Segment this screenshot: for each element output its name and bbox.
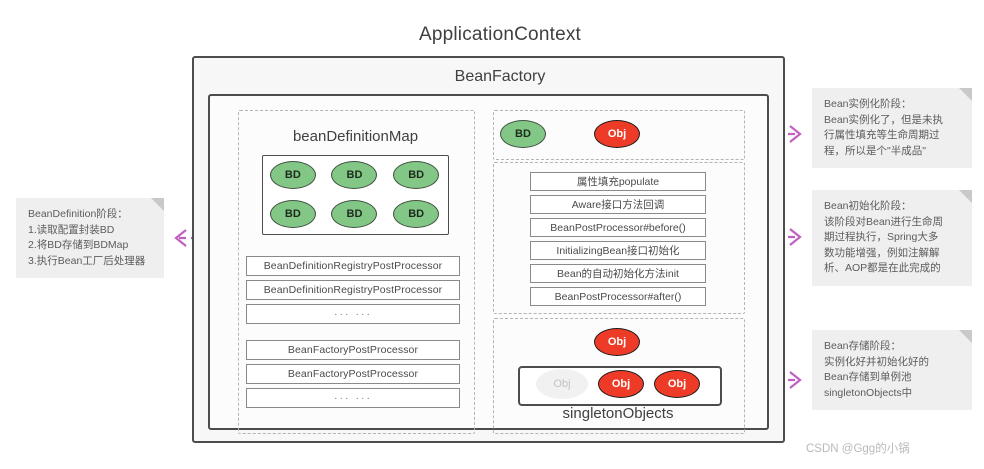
note-fold-corner bbox=[151, 198, 164, 211]
list-item: BeanPostProcessor#after() bbox=[530, 287, 706, 306]
factory-post-processor-list: BeanFactoryPostProcessor BeanFactoryPost… bbox=[246, 340, 460, 412]
obj-node-pooled: Obj bbox=[598, 370, 644, 398]
bd-node: BD bbox=[331, 160, 378, 189]
bd-node: BD bbox=[331, 199, 378, 228]
lifecycle-step-list: 属性填充populate Aware接口方法回调 BeanPostProcess… bbox=[530, 172, 706, 310]
list-item: Aware接口方法回调 bbox=[530, 195, 706, 214]
purple-arrowhead-instantiation bbox=[789, 125, 802, 143]
note-instantiation-stage: Bean实例化阶段： Bean实例化了，但是未执 行属性填充等生命周期过 程，所… bbox=[812, 88, 972, 168]
list-item: InitializingBean接口初始化 bbox=[530, 241, 706, 260]
note-line: 析、AOP都是在此完成的 bbox=[824, 262, 941, 274]
note-line: Bean初始化阶段： bbox=[824, 200, 912, 212]
note-line: Bean实例化了，但是未执 bbox=[824, 113, 944, 126]
purple-arrowhead-initialization bbox=[789, 228, 802, 246]
note-line: 实例化好并初始化好的 bbox=[824, 355, 929, 368]
singleton-objects-label: singletonObjects bbox=[562, 405, 674, 422]
note-line: 3.执行Bean工厂后处理器 bbox=[28, 254, 146, 267]
storage-region bbox=[493, 318, 745, 434]
bean-definition-map-label: beanDefinitionMap bbox=[292, 128, 419, 145]
list-item: BeanDefinitionRegistryPostProcessor bbox=[246, 256, 460, 276]
note-line: 2.将BD存储到BDMap bbox=[28, 239, 129, 251]
obj-node-storage: Obj bbox=[594, 328, 640, 356]
initialization-region bbox=[493, 162, 745, 314]
bd-node: BD bbox=[269, 160, 316, 189]
singleton-pool-items: Obj Obj Obj bbox=[518, 366, 718, 402]
note-line: Bean实例化阶段： bbox=[824, 98, 912, 110]
obj-node-placeholder: Obj bbox=[536, 369, 588, 399]
application-context-title: ApplicationContext bbox=[418, 24, 582, 45]
note-initialization-stage: Bean初始化阶段： 该阶段对Bean进行生命周 期过程执行，Spring大多 … bbox=[812, 190, 972, 286]
note-fold-corner bbox=[959, 330, 972, 343]
bean-definition-grid: BD BD BD BD BD BD bbox=[262, 155, 447, 233]
note-line: 程，所以是个"半成品" bbox=[824, 144, 926, 157]
purple-arrowhead-storage bbox=[789, 371, 802, 389]
note-line: 期过程执行，Spring大多 bbox=[824, 231, 939, 243]
bd-node: BD bbox=[269, 199, 316, 228]
list-item: BeanFactoryPostProcessor bbox=[246, 340, 460, 360]
beanfactory-title: BeanFactory bbox=[454, 68, 546, 85]
bd-node: BD bbox=[393, 199, 440, 228]
list-item: ··· ··· bbox=[246, 388, 460, 408]
note-fold-corner bbox=[959, 190, 972, 203]
note-line: 行属性填充等生命周期过 bbox=[824, 129, 940, 141]
note-fold-corner bbox=[959, 88, 972, 101]
obj-node-instantiation: Obj bbox=[594, 120, 640, 148]
note-line: 该阶段对Bean进行生命周 bbox=[824, 215, 944, 228]
note-line: Bean存储到单例池 bbox=[824, 371, 912, 383]
list-item: BeanPostProcessor#before() bbox=[530, 218, 706, 237]
list-item: BeanFactoryPostProcessor bbox=[246, 364, 460, 384]
purple-arrowhead-left bbox=[174, 229, 187, 247]
obj-node-pooled: Obj bbox=[654, 370, 700, 398]
watermark: CSDN @Ggg的小锅 bbox=[806, 443, 910, 455]
note-line: singletonObjects中 bbox=[824, 386, 913, 399]
note-line: BeanDefinition阶段： bbox=[28, 208, 128, 220]
list-item: BeanDefinitionRegistryPostProcessor bbox=[246, 280, 460, 300]
registry-post-processor-list: BeanDefinitionRegistryPostProcessor Bean… bbox=[246, 256, 460, 328]
note-line: 数功能增强，例如注解解 bbox=[824, 246, 940, 259]
note-line: Bean存储阶段： bbox=[824, 340, 902, 352]
list-item: 属性填充populate bbox=[530, 172, 706, 191]
list-item: Bean的自动初始化方法init bbox=[530, 264, 706, 283]
note-line: 1.读取配置封装BD bbox=[28, 223, 115, 236]
note-storage-stage: Bean存储阶段： 实例化好并初始化好的 Bean存储到单例池 singleto… bbox=[812, 330, 972, 410]
bean-definition-map-region bbox=[238, 110, 475, 434]
bd-node: BD bbox=[393, 160, 440, 189]
note-bean-definition-stage: BeanDefinition阶段： 1.读取配置封装BD 2.将BD存储到BDM… bbox=[16, 198, 164, 278]
instantiation-region bbox=[493, 110, 745, 160]
bd-node-instantiation: BD bbox=[500, 120, 546, 148]
list-item: ··· ··· bbox=[246, 304, 460, 324]
